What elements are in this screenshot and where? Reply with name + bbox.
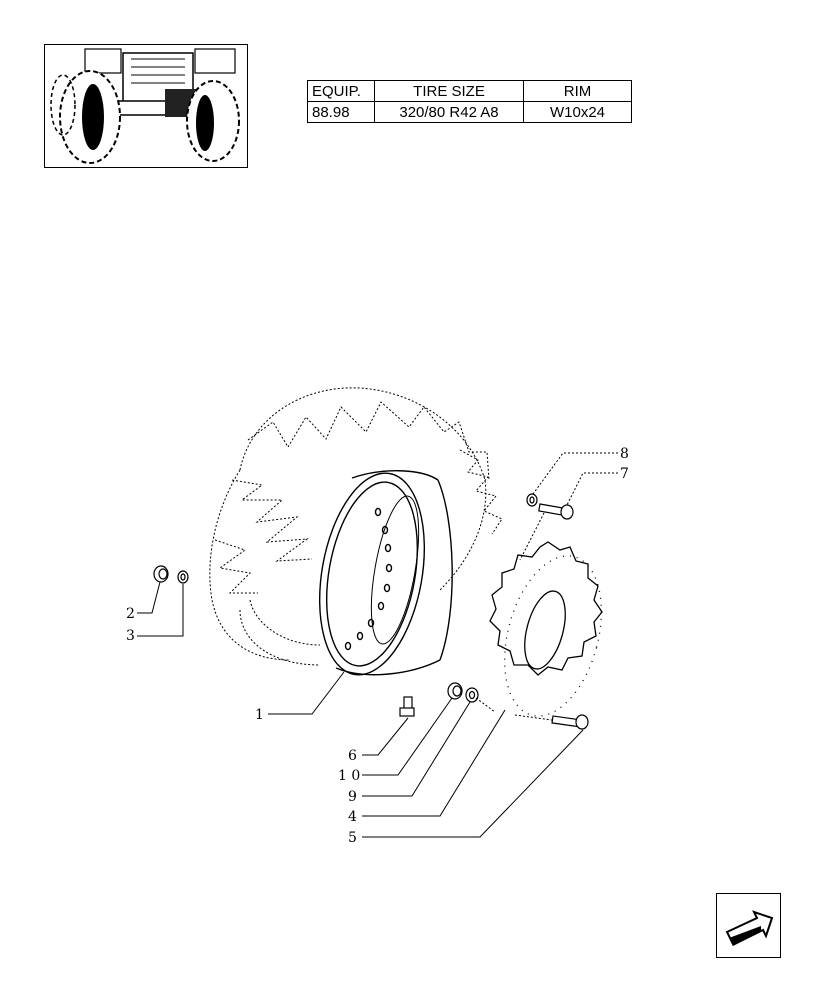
arrow-next-page-icon <box>725 910 774 946</box>
callout-labels: 2 3 1 6 1 0 9 4 5 8 7 <box>126 446 629 846</box>
wheel-disc <box>489 541 603 717</box>
callout-9: 9 <box>348 789 357 805</box>
callout-5: 5 <box>348 830 357 846</box>
callout-4: 4 <box>348 809 357 825</box>
rim <box>318 470 453 676</box>
next-page-button[interactable] <box>716 893 781 958</box>
callout-2: 2 <box>126 606 135 622</box>
tire-spec-table: EQUIP. TIRE SIZE RIM 88.98 320/80 R42 A8… <box>307 80 632 123</box>
valve-6 <box>399 696 415 717</box>
tractor-thumbnail <box>44 44 248 168</box>
table-header-row: EQUIP. TIRE SIZE RIM <box>307 80 632 102</box>
nut-2 <box>153 565 169 583</box>
washer-3 <box>177 570 189 584</box>
washer-9 <box>465 687 479 703</box>
washer-8 <box>526 493 538 507</box>
header-equip: EQUIP. <box>307 80 375 102</box>
callout-10: 1 0 <box>338 768 360 784</box>
callout-8: 8 <box>620 446 629 462</box>
cell-rim: W10x24 <box>523 101 632 123</box>
bolt-5 <box>551 714 589 730</box>
cell-tire-size: 320/80 R42 A8 <box>374 101 524 123</box>
table-row: 88.98 320/80 R42 A8 W10x24 <box>307 101 632 123</box>
cell-equip: 88.98 <box>307 101 375 123</box>
nut-10 <box>447 682 463 700</box>
callout-1: 1 <box>255 707 264 723</box>
leader-lines <box>137 452 618 838</box>
tire-outline <box>209 387 503 666</box>
callout-7: 7 <box>620 466 629 482</box>
tractor-front-wheels-icon <box>50 48 240 164</box>
callout-3: 3 <box>126 628 135 644</box>
callout-6: 6 <box>348 748 357 764</box>
bolt-7 <box>538 503 574 520</box>
